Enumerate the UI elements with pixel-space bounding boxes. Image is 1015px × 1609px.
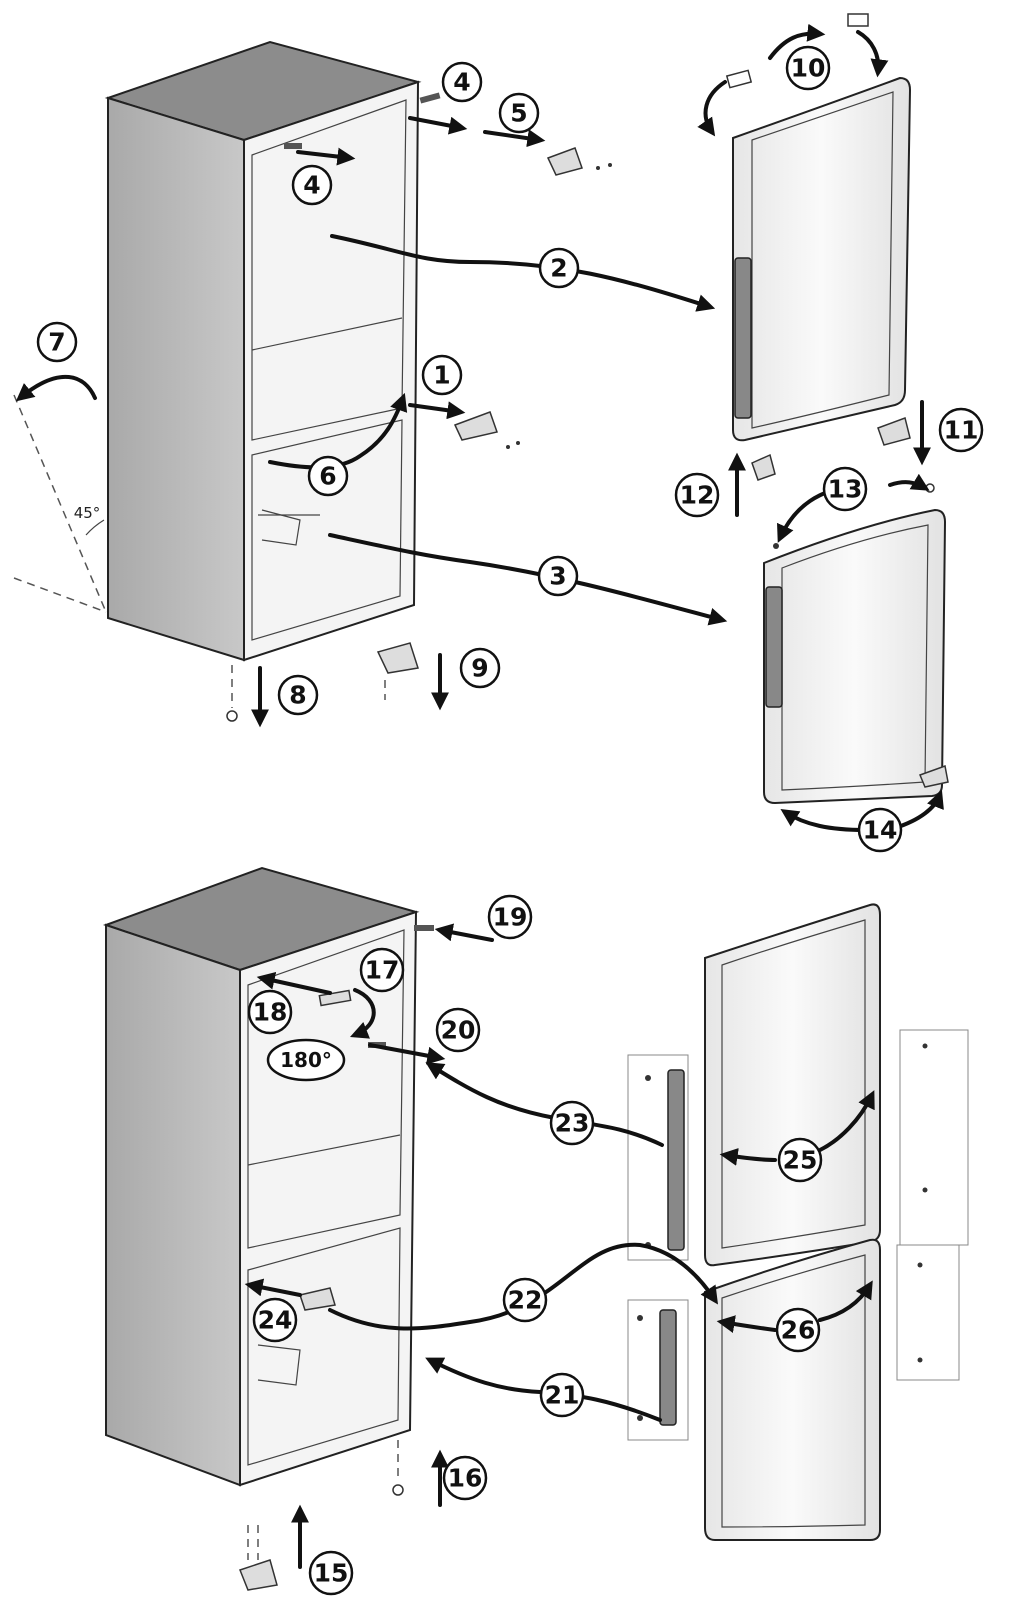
step-11: 11: [938, 407, 984, 453]
step-1: 1: [421, 354, 463, 396]
door-handles-bottom: [627, 1054, 689, 1441]
step-25: 25: [777, 1137, 823, 1183]
step-19: 19: [487, 894, 533, 940]
step-8: 8: [277, 674, 319, 716]
step-3: 3: [537, 555, 579, 597]
step-2: 2: [538, 247, 580, 289]
svg-text:5: 5: [510, 99, 527, 128]
hinge-parts-top: [226, 13, 949, 788]
svg-text:180°: 180°: [280, 1048, 332, 1072]
step-callouts-bottom: 15 16 17 18 19 20 21 22 23 24 25 26 180°: [247, 894, 823, 1596]
fridge-cabinet-top: [104, 40, 441, 662]
step-18: 18: [247, 989, 293, 1035]
lower-door-top: [763, 508, 947, 805]
step-4-a: 4: [441, 61, 483, 103]
svg-text:21: 21: [545, 1381, 580, 1410]
upper-door-bottom: [704, 903, 881, 1267]
rotate-180-label: 180°: [266, 1038, 346, 1082]
svg-text:12: 12: [680, 481, 715, 510]
svg-text:25: 25: [783, 1146, 818, 1175]
step-callouts-top: 1 2 3 4 4 5 6 7 8 9 10 11 12 13 14: [36, 45, 984, 853]
svg-text:6: 6: [319, 462, 336, 491]
svg-text:23: 23: [555, 1109, 590, 1138]
svg-text:18: 18: [253, 998, 288, 1027]
lower-door-bottom: [704, 1238, 881, 1542]
svg-text:17: 17: [365, 956, 400, 985]
arrows-top: [15, 23, 944, 832]
svg-text:4: 4: [453, 68, 470, 97]
step-22: 22: [502, 1277, 548, 1323]
step-24: 24: [252, 1297, 298, 1343]
svg-text:10: 10: [791, 54, 826, 83]
svg-text:16: 16: [448, 1464, 483, 1493]
svg-text:8: 8: [289, 681, 306, 710]
svg-text:14: 14: [863, 816, 898, 845]
svg-text:11: 11: [944, 416, 979, 445]
step-21: 21: [539, 1372, 585, 1418]
hinge-parts-bottom: [239, 1440, 404, 1591]
step-20: 20: [435, 1007, 481, 1053]
svg-text:1: 1: [433, 361, 450, 390]
handle-guides-right: [896, 1029, 969, 1381]
tilt-guide-45: 45°: [13, 394, 107, 613]
step-7: 7: [36, 321, 78, 363]
step-17: 17: [359, 947, 405, 993]
step-15: 15: [308, 1550, 354, 1596]
svg-text:13: 13: [828, 475, 863, 504]
step-12: 12: [674, 472, 720, 518]
angle-45-label: 45°: [74, 504, 101, 522]
step-26: 26: [775, 1307, 821, 1353]
svg-text:20: 20: [441, 1016, 476, 1045]
step-9: 9: [459, 647, 501, 689]
svg-text:15: 15: [314, 1559, 349, 1588]
upper-door-top: [732, 76, 912, 442]
step-10: 10: [785, 45, 831, 91]
fridge-cabinet-bottom: [102, 866, 434, 1487]
svg-text:26: 26: [781, 1316, 816, 1345]
step-6: 6: [307, 455, 349, 497]
step-16: 16: [442, 1455, 488, 1501]
svg-text:9: 9: [471, 654, 488, 683]
step-4-b: 4: [291, 164, 333, 206]
svg-text:7: 7: [48, 328, 65, 357]
svg-text:2: 2: [550, 254, 567, 283]
svg-text:19: 19: [493, 903, 528, 932]
svg-text:4: 4: [303, 171, 320, 200]
svg-text:22: 22: [508, 1286, 543, 1315]
svg-text:3: 3: [549, 562, 566, 591]
step-14: 14: [857, 807, 903, 853]
step-5: 5: [498, 92, 540, 134]
step-23: 23: [549, 1100, 595, 1146]
svg-text:24: 24: [258, 1306, 293, 1335]
step-13: 13: [822, 466, 868, 512]
